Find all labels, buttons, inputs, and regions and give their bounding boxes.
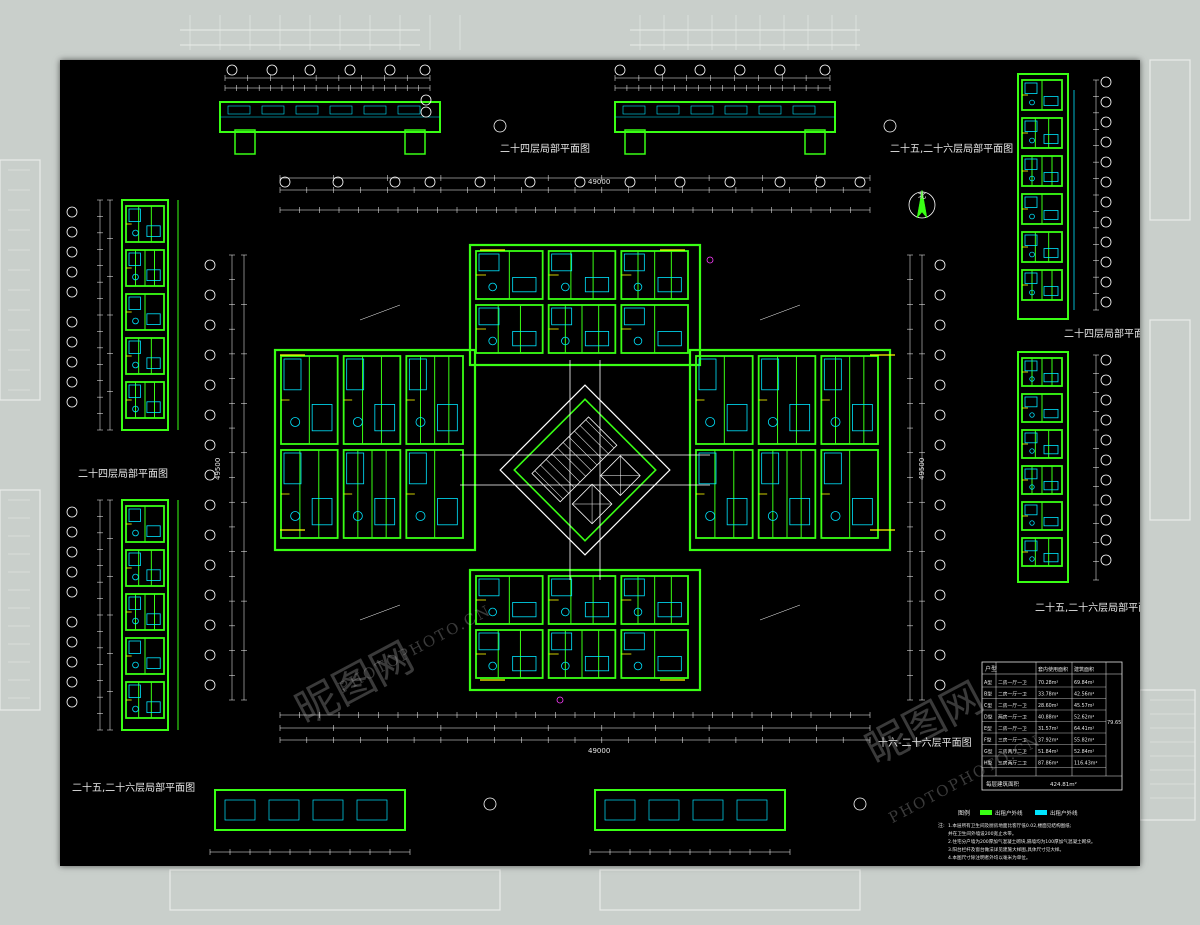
legend-swatch-1	[980, 810, 992, 815]
table-cell: 64.41m²	[1074, 726, 1094, 732]
table-cell: G型	[984, 748, 993, 755]
north-label: 北	[918, 191, 926, 200]
table-cell: 45.57m²	[1074, 703, 1094, 709]
table-cell: F型	[984, 737, 992, 744]
legend: 图例 出租户外线 出租户外线	[958, 809, 1078, 817]
partial-plan-top-right	[614, 64, 897, 155]
dim-right-total: 49500	[918, 458, 926, 480]
table-cell: 70.28m²	[1038, 680, 1058, 686]
table-cell: 28.60m²	[1038, 703, 1058, 709]
table-cell: 40.88m²	[1038, 715, 1058, 721]
table-cell: C型	[984, 702, 992, 709]
table-cell: 31.57m²	[1038, 726, 1058, 732]
title-right-lower: 二十五,二十六层局部平面图	[1035, 601, 1140, 614]
table-cell: 三房一厅一卫	[998, 737, 1027, 744]
notes: 注: 1.本层所有卫生间及厨房地面比客厅低0.02,楼面见结构图纸; 并在卫生间…	[938, 822, 1095, 861]
legend-label: 图例	[958, 809, 970, 817]
legend-item-2: 出租户外线	[1050, 809, 1078, 817]
notes-line-4: 3.阳台栏杆及窗台做法详见建施大样图,具体尺寸见大样。	[948, 846, 1064, 853]
partial-plan-right-upper	[1017, 73, 1112, 320]
notes-line-2: 并在卫生间外墙设200宽止水带。	[948, 830, 1017, 837]
table-cell: E型	[984, 725, 992, 732]
table-cell: 51.84m²	[1038, 749, 1058, 755]
dim-left-total: 49500	[214, 458, 222, 480]
north-arrow	[908, 189, 936, 219]
table-total-label: 每层建筑面积	[986, 780, 1020, 788]
dim-bottom-total: 49000	[588, 747, 610, 755]
table-header-inner: 套内使用面积	[1038, 666, 1068, 673]
title-left-upper: 二十四层局部平面图	[78, 467, 168, 480]
partial-plan-top-left	[219, 64, 507, 155]
notes-line-1: 1.本层所有卫生间及厨房地面比客厅低0.02,楼面见结构图纸;	[948, 822, 1072, 829]
title-left-lower: 二十五,二十六层局部平面图	[72, 781, 195, 794]
title-main-plan: 十六-二十六层平面图	[878, 736, 972, 749]
table-header-gross: 建筑面积	[1074, 666, 1094, 673]
table-cell: 两房一厅一卫	[998, 714, 1027, 721]
table-cell: 二房一厅一卫	[998, 725, 1027, 732]
table-cell: 69.84m²	[1074, 680, 1094, 686]
notes-line-3: 2.住宅分户墙为200厚加气混凝土砌块,隔墙均为100厚加气混凝土砌块。	[948, 838, 1095, 845]
title-top-right: 二十五,二十六层局部平面图	[890, 142, 1013, 155]
table-cell: 三房两厅二卫	[998, 748, 1027, 755]
notes-label: 注:	[938, 822, 945, 829]
table-cell: 二房一厅一卫	[998, 702, 1027, 709]
notes-line-5: 4.本图尺寸除注明者外均以毫米为单位。	[948, 854, 1030, 861]
table-total-value: 424.81m²	[1050, 781, 1077, 788]
legend-swatch-2	[1035, 810, 1047, 815]
dim-top-total: 49000	[588, 178, 610, 186]
table-cell: 33.78m²	[1038, 692, 1058, 698]
partial-plan-right-lower	[1017, 351, 1112, 583]
table-cell: 37.92m²	[1038, 738, 1058, 744]
cad-drawing-sheet: 二十四层局部平面图 二十五,二十六层局部平面图 二十四层局部平面图 二十五,二十…	[60, 60, 1140, 866]
table-cell: 52.84m²	[1074, 749, 1094, 755]
partial-plan-left-lower	[66, 499, 179, 731]
legend-item-1: 出租户外线	[995, 809, 1023, 817]
table-cell: D型	[984, 714, 993, 721]
table-cell: 87.86m²	[1038, 761, 1058, 767]
table-cell: 52.62m²	[1074, 715, 1094, 721]
table-cell: B型	[984, 691, 992, 698]
partial-plan-bottom-right	[589, 789, 867, 855]
table-cell: 二房一厅一卫	[998, 679, 1027, 686]
table-cell: A型	[984, 679, 992, 686]
table-cell: 42.56m²	[1074, 692, 1094, 698]
table-cell: 55.82m²	[1074, 738, 1094, 744]
title-right-upper: 二十四层局部平面图	[1064, 327, 1140, 340]
partial-plan-left-upper	[66, 199, 179, 431]
table-header-type: 户型	[985, 665, 997, 673]
table-side-value: 79.65	[1107, 720, 1121, 726]
main-floor-plan	[204, 175, 946, 743]
partial-plan-bottom-left	[209, 789, 497, 855]
title-top-left: 二十四层局部平面图	[500, 142, 590, 155]
table-cell: 二房一厅一卫	[998, 691, 1027, 698]
floor-plan-svg: 二十四层局部平面图 二十五,二十六层局部平面图 二十四层局部平面图 二十五,二十…	[66, 64, 1140, 861]
central-core	[499, 384, 671, 556]
table-cell: H型	[984, 760, 993, 767]
table-cell: 三房两厅二卫	[998, 760, 1027, 767]
table-cell: 116.43m²	[1074, 761, 1097, 767]
